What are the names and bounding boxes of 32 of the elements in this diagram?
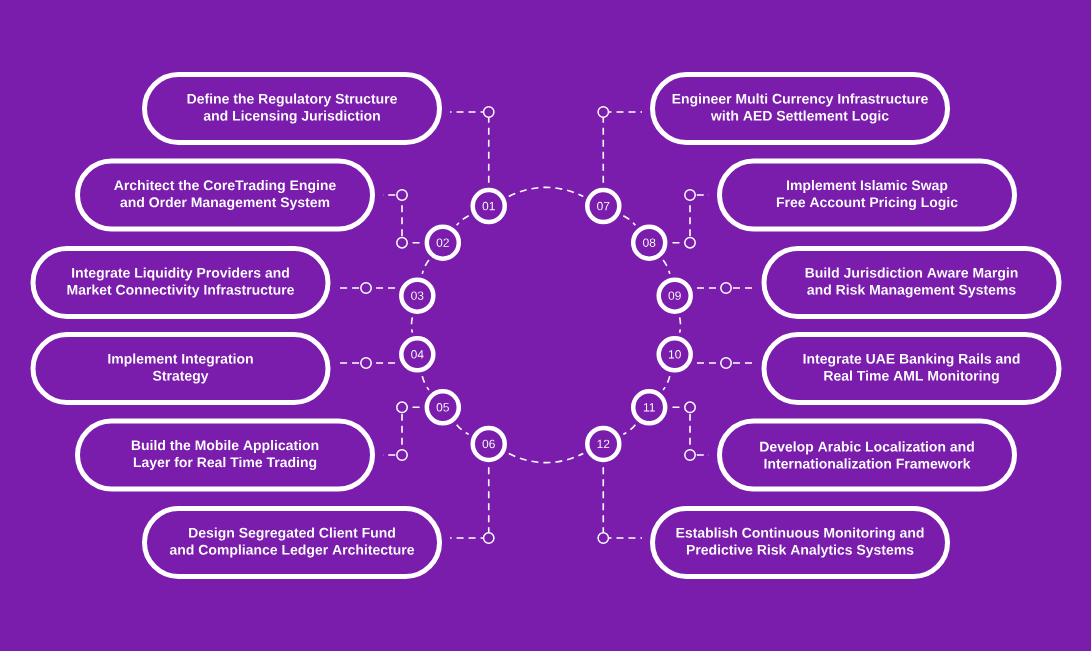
dashed-arc: [662, 259, 671, 275]
step-box: Integrate Liquidity Providers and Market Connectivity Infrastructure: [30, 246, 331, 319]
dashed-arc: [678, 316, 682, 334]
dashed-connector: [337, 287, 396, 289]
dashed-arc: [508, 186, 585, 198]
dashed-connector: [449, 111, 490, 184]
step-box: Integrate UAE Banking Rails and Real Time AML Monitoring: [761, 332, 1062, 405]
dashed-arc: [622, 214, 637, 227]
step-box: Develop Arabic Localization and Internationalization Framework: [717, 418, 1017, 492]
step-box: Establish Continuous Monitoring and Predictive Risk Analytics Systems: [650, 506, 950, 579]
step-box: Build the Mobile Application Layer for Real Time Trading: [75, 418, 375, 492]
dashed-arc: [410, 316, 414, 334]
step-box: Define the Regulatory Structure and Licensing Jurisdiction: [142, 72, 442, 145]
dashed-connector: [696, 362, 755, 364]
dashed-arc: [508, 452, 585, 464]
step-box: Engineer Multi Currency Infrastructure with AED Settlement Logic: [650, 72, 950, 145]
step-box: Design Segregated Client Fund and Compliance Ledger Architecture: [142, 506, 442, 579]
dashed-arc: [455, 423, 470, 436]
dashed-arc: [622, 423, 637, 436]
step-box: Architect the CoreTrading Engine and Order Management System: [75, 158, 375, 232]
dashed-arc: [421, 259, 430, 275]
step-box: Implement Islamic Swap Free Account Pricing Logic: [717, 158, 1017, 232]
dashed-arc: [455, 214, 470, 227]
step-box: Implement Integration Strategy: [30, 332, 331, 405]
dashed-connector: [696, 287, 755, 289]
step-box: Build Jurisdiction Aware Margin and Risk Management Systems: [761, 246, 1062, 319]
dashed-arc: [421, 375, 430, 391]
dashed-arc: [662, 375, 671, 391]
dashed-connector: [602, 466, 643, 539]
dashed-connector: [602, 111, 643, 184]
dashed-connector: [337, 362, 396, 364]
dashed-connector: [449, 466, 490, 539]
